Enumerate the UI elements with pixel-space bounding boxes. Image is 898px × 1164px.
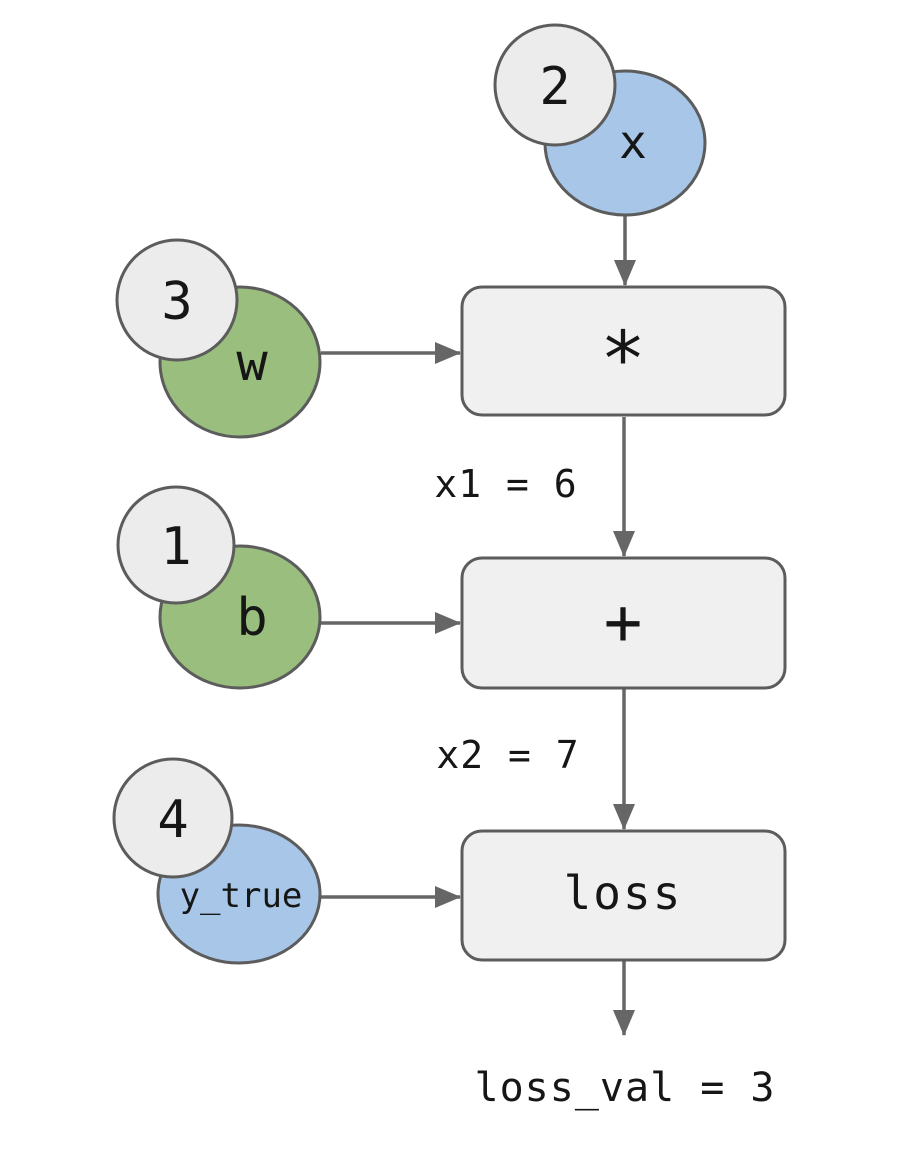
op-node-multiply-label: * <box>600 314 646 403</box>
edge-label-x2: x2 = 7 <box>436 733 579 777</box>
op-node-add-label: + <box>604 586 643 660</box>
op-node-multiply <box>460 285 787 417</box>
value-badge-x-label: 2 <box>539 57 570 117</box>
edge-label-x1: x1 = 6 <box>434 462 577 506</box>
input-node-x-label: x <box>619 115 647 169</box>
value-badge-ytrue-label: 4 <box>157 790 188 850</box>
param-node-b-label: b <box>236 588 267 648</box>
op-node-add <box>460 556 787 690</box>
op-node-loss <box>460 829 787 962</box>
value-badge-b <box>116 485 236 605</box>
value-badge-b-label: 1 <box>160 517 191 577</box>
value-badge-x <box>493 23 617 147</box>
input-node-ytrue-label: y_true <box>180 876 303 916</box>
value-badge-w-label: 3 <box>161 272 192 332</box>
output-label-loss-val: loss_val = 3 <box>475 1065 776 1111</box>
value-badge-ytrue <box>112 757 234 879</box>
op-node-loss-label: loss <box>564 866 683 920</box>
param-node-w-label: w <box>236 333 268 393</box>
value-badge-w <box>115 238 239 362</box>
